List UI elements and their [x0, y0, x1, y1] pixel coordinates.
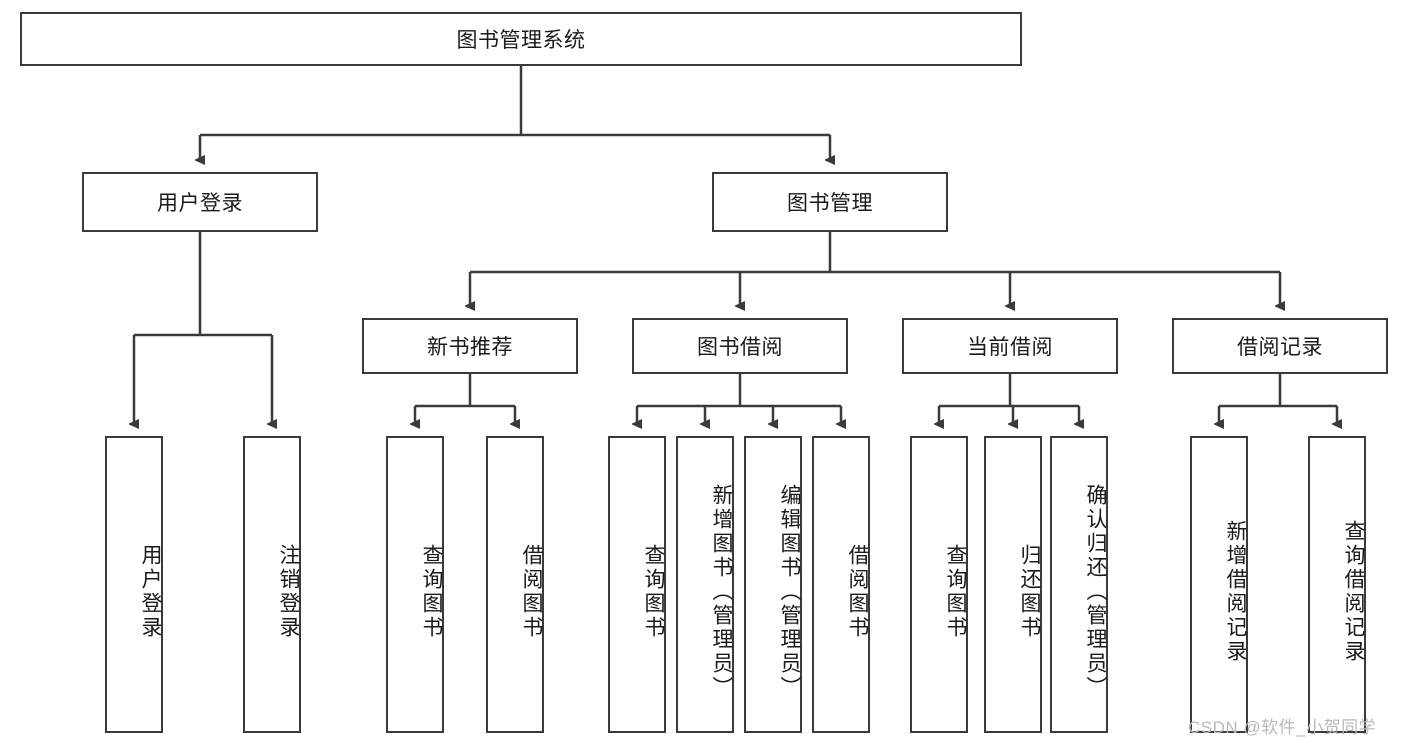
node-current-borrow-label: 当前借阅 [967, 336, 1053, 359]
node-book-borrow[interactable]: 图书借阅 [632, 318, 848, 374]
leaf-borrow-query-book[interactable]: 查询图书 [608, 436, 666, 733]
node-root[interactable]: 图书管理系统 [20, 12, 1022, 66]
leaf-records-add-record-label: 新增借阅记录 [1224, 519, 1247, 664]
leaf-newbook-borrow-book[interactable]: 借阅图书 [486, 436, 544, 733]
leaf-current-return-book-label: 归还图书 [1018, 543, 1041, 640]
leaf-borrow-add-book-admin-label: 新增图书（管理员） [710, 483, 733, 700]
node-user-login-label: 用户登录 [157, 192, 243, 215]
leaf-borrow-query-book-label: 查询图书 [642, 543, 665, 640]
leaf-logout[interactable]: 注销登录 [243, 436, 301, 733]
leaf-records-query-record[interactable]: 查询借阅记录 [1308, 436, 1366, 733]
leaf-current-return-book[interactable]: 归还图书 [984, 436, 1042, 733]
node-book-borrow-label: 图书借阅 [697, 336, 783, 359]
node-new-book-recommend[interactable]: 新书推荐 [362, 318, 578, 374]
node-book-management[interactable]: 图书管理 [712, 172, 948, 232]
node-borrow-records-label: 借阅记录 [1237, 336, 1323, 359]
leaf-records-query-record-label: 查询借阅记录 [1342, 519, 1365, 664]
leaf-current-confirm-return-admin[interactable]: 确认归还（管理员） [1050, 436, 1108, 733]
node-borrow-records[interactable]: 借阅记录 [1172, 318, 1388, 374]
leaf-records-add-record[interactable]: 新增借阅记录 [1190, 436, 1248, 733]
leaf-user-login-label: 用户登录 [139, 543, 162, 640]
leaf-current-query-book-label: 查询图书 [944, 543, 967, 640]
node-current-borrow[interactable]: 当前借阅 [902, 318, 1118, 374]
leaf-borrow-borrow-book-label: 借阅图书 [846, 543, 869, 640]
leaf-current-query-book[interactable]: 查询图书 [910, 436, 968, 733]
leaf-newbook-query-book[interactable]: 查询图书 [386, 436, 444, 733]
node-book-management-label: 图书管理 [787, 192, 873, 215]
node-root-label: 图书管理系统 [456, 29, 586, 52]
leaf-newbook-query-book-label: 查询图书 [420, 543, 443, 640]
leaf-user-login[interactable]: 用户登录 [105, 436, 163, 733]
leaf-logout-label: 注销登录 [277, 543, 300, 640]
leaf-borrow-add-book-admin[interactable]: 新增图书（管理员） [676, 436, 734, 733]
node-new-book-recommend-label: 新书推荐 [427, 336, 513, 359]
leaf-borrow-edit-book-admin-label: 编辑图书（管理员） [778, 483, 801, 700]
csdn-watermark: CSDN @软件_小贺同学 [1188, 718, 1377, 737]
leaf-newbook-borrow-book-label: 借阅图书 [520, 543, 543, 640]
leaf-borrow-edit-book-admin[interactable]: 编辑图书（管理员） [744, 436, 802, 733]
leaf-borrow-borrow-book[interactable]: 借阅图书 [812, 436, 870, 733]
leaf-current-confirm-return-admin-label: 确认归还（管理员） [1084, 483, 1107, 700]
node-user-login[interactable]: 用户登录 [82, 172, 318, 232]
